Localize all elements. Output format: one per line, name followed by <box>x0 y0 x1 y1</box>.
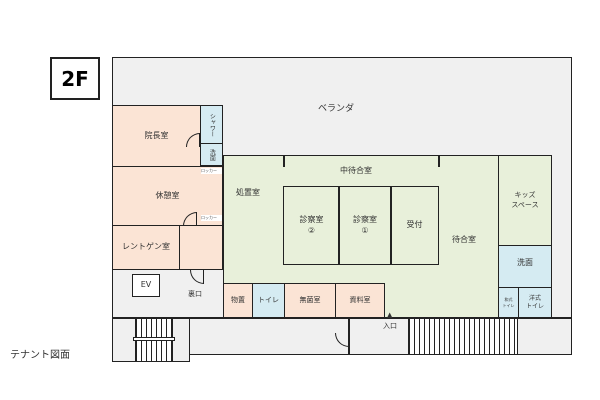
locker-top: ロッカー <box>201 168 222 174</box>
wall-tick <box>283 155 285 167</box>
floor-label: 2F <box>50 57 100 100</box>
room-kids: キッズ スペース <box>498 155 552 246</box>
door-lounge <box>183 212 197 226</box>
entrance-marker: ▲ <box>387 311 393 319</box>
room-storage: 物置 <box>223 283 253 318</box>
back-door-label: 裏口 <box>188 290 202 298</box>
room-reception: 受付 <box>390 186 439 265</box>
room-washroom-small: 洗面 <box>200 143 223 166</box>
room-xray: レントゲン室 <box>112 225 180 270</box>
room-washroom: 洗面 <box>498 245 552 288</box>
stairs-landing <box>133 337 175 341</box>
entrance-label: 入口 <box>383 322 397 330</box>
room-inner-waiting: 中待合室 <box>340 166 372 175</box>
room-exam-1: 診察室 ① <box>338 186 392 265</box>
door-director <box>186 133 200 147</box>
room-western-toilet: 洋式 トイレ <box>518 287 552 318</box>
room-veranda: ベランダ <box>318 104 355 114</box>
wall-tick <box>438 155 440 167</box>
room-japanese-toilet: 和式 トイレ <box>498 287 519 318</box>
room-waiting: 待合室 <box>452 235 476 244</box>
room-small <box>179 225 223 270</box>
room-toilet: トイレ <box>252 283 285 318</box>
locker-bottom: ロッカー <box>201 215 222 221</box>
corridor-wall <box>112 317 572 319</box>
room-director: 院長室 <box>112 105 201 167</box>
elevator: EV <box>132 274 160 297</box>
footer-title: テナント図面 <box>10 350 70 361</box>
room-sterile: 無菌室 <box>284 283 336 318</box>
room-shower: シャワー <box>200 105 223 144</box>
room-exam-2: 診察室 ② <box>283 186 340 265</box>
stairs-right <box>408 318 518 355</box>
room-treatment: 処置室 <box>236 188 260 197</box>
room-records: 資料室 <box>335 283 385 318</box>
